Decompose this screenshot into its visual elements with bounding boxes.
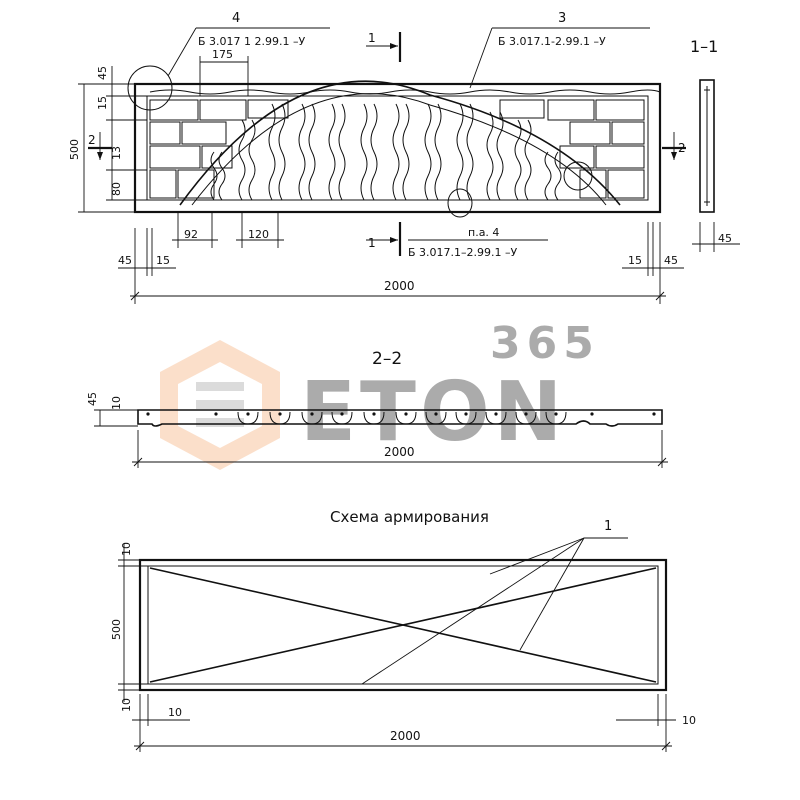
section-2-2-d10: 10 <box>110 396 123 410</box>
reinf-bottom-10: 10 <box>120 698 133 712</box>
dim-pitch-175: 175 <box>212 48 233 61</box>
cut-2-right-label: 2 <box>678 141 686 155</box>
detail-circle-right <box>563 161 593 191</box>
section-1-1-title: 1–1 <box>690 37 718 56</box>
callout-1: 1 <box>361 519 628 685</box>
cut-2-left-label: 2 <box>88 133 96 147</box>
cut-1-top-label: 1 <box>368 31 376 45</box>
balusters <box>210 103 562 201</box>
watermark: 365 ETON <box>160 318 600 470</box>
dim-height-500: 500 <box>68 139 81 160</box>
panel-elevation <box>127 65 662 218</box>
watermark-brand: ETON <box>300 365 566 460</box>
callout-3-ref: Б 3.017.1-2.99.1 –У <box>498 35 606 48</box>
dim-92: 92 <box>184 228 198 241</box>
reinf-length-2000: 2000 <box>390 729 421 743</box>
reinforcement-scheme: Схема армирования 1 10 500 10 10 10 <box>110 508 696 752</box>
cut-line-1-1: 1 1 <box>366 31 402 256</box>
cut-line-2-2: 2 2 <box>88 132 686 160</box>
watermark-logo-icon <box>160 340 280 470</box>
callout-pa4-label: п.а. 4 <box>468 226 499 239</box>
dim-top-45: 45 <box>96 66 109 80</box>
section-2-2: 2–2 45 10 <box>86 349 668 468</box>
dim-right-45: 45 <box>664 254 678 267</box>
callout-pa4-ref: Б 3.017.1–2.99.1 –У <box>408 246 518 259</box>
section-2-2-rebar-dots <box>146 412 656 416</box>
reinf-height-500: 500 <box>110 619 123 640</box>
dim-right-15: 15 <box>628 254 642 267</box>
section-2-2-title: 2–2 <box>372 349 402 369</box>
dim-13: 13 <box>110 146 123 160</box>
dim-120: 120 <box>248 228 269 241</box>
callout-pa4: п.а. 4 Б 3.017.1–2.99.1 –У <box>408 226 548 259</box>
reinf-top-10: 10 <box>120 542 133 556</box>
callout-3: 3 Б 3.017.1-2.99.1 –У <box>469 11 650 89</box>
dim-15: 15 <box>96 96 109 110</box>
section-2-2-ribs <box>237 411 567 425</box>
dim-left-15: 15 <box>156 254 170 267</box>
detail-pa4-circle <box>447 188 473 218</box>
callout-3-number: 3 <box>558 11 566 26</box>
dim-left-45: 45 <box>118 254 132 267</box>
callout-1-number: 1 <box>604 519 612 534</box>
section-1-1: 1–1 45 <box>690 37 740 252</box>
stone-pattern-left <box>149 99 289 199</box>
dim-80: 80 <box>110 182 123 196</box>
dim-panel-length: 2000 <box>384 279 415 293</box>
stone-pattern-right <box>499 99 645 199</box>
cut-1-bottom-label: 1 <box>368 236 376 250</box>
section-2-2-length: 2000 <box>384 445 415 459</box>
panel-dimensions: 45 15 500 13 80 175 92 120 45 15 15 45 <box>68 48 684 304</box>
callout-4-number: 4 <box>232 11 240 26</box>
watermark-number: 365 <box>490 318 600 369</box>
section-2-2-thickness: 45 <box>86 392 99 406</box>
reinforcement-title: Схема армирования <box>330 508 489 526</box>
callout-4: 4 Б 3.017 1 2.99.1 –У <box>167 11 330 77</box>
section-1-1-thickness: 45 <box>718 232 732 245</box>
callout-4-ref: Б 3.017 1 2.99.1 –У <box>198 35 306 48</box>
detail-4-circle <box>127 65 173 111</box>
reinf-left-10: 10 <box>168 706 182 719</box>
reinf-right-10: 10 <box>682 714 696 727</box>
